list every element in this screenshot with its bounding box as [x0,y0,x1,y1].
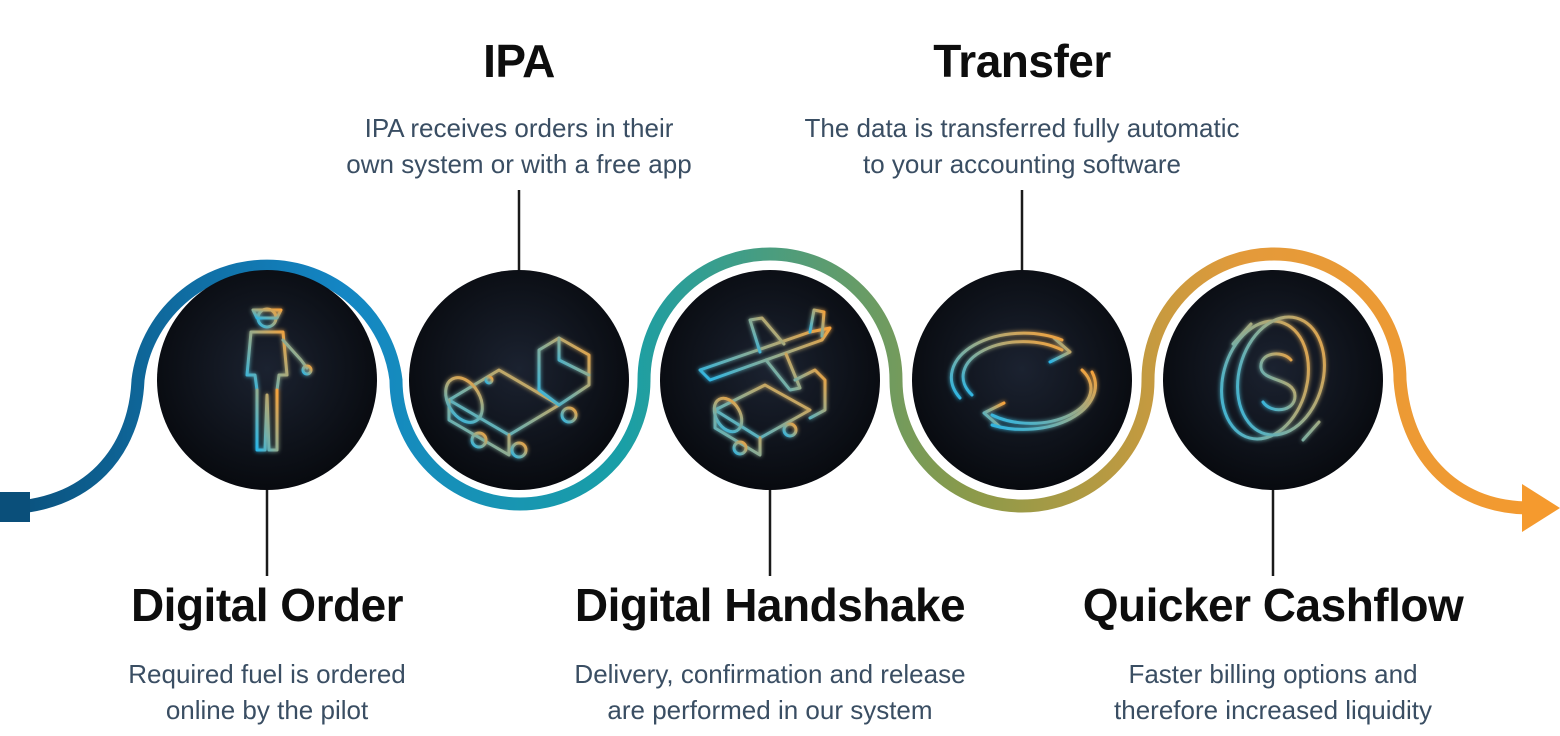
sync-arrows-icon [949,331,1097,431]
step-description-ipa: IPA receives orders in their own system o… [346,110,691,182]
step-circle-bg [660,270,880,490]
step-description-line: Delivery, confirmation and release [574,659,966,689]
step-description-transfer: The data is transferred fully automatic t… [805,110,1240,182]
step-title-transfer: Transfer [933,35,1111,87]
plane-and-truck-icon [698,308,832,457]
step-description-quicker-cashflow: Faster billing options and therefore incr… [1114,656,1432,728]
step-circle-bg [157,270,377,490]
step-description-line: online by the pilot [165,695,369,725]
step-description-line: Required fuel is ordered [128,659,406,689]
step-description-line: IPA receives orders in their [364,113,674,143]
step-circle-digital-order [157,270,377,490]
step-circle-bg [1163,270,1383,490]
step-title-ipa: IPA [483,35,555,87]
connector-lines [265,190,1275,576]
step-title-digital-handshake: Digital Handshake [574,579,966,631]
step-description-digital-handshake: Delivery, confirmation and release are pe… [574,656,965,728]
step-description-line: The data is transferred fully automatic [804,113,1240,143]
pilot-icon [245,307,313,454]
step-title-digital-order: Digital Order [130,579,404,631]
process-flow-path [0,247,1531,515]
step-circle-transfer [912,270,1132,490]
step-description-line: Faster billing options and [1128,659,1418,689]
step-description-digital-order: Required fuel is ordered online by the pi… [128,656,406,728]
step-description-line: to your accounting software [863,149,1181,179]
step-description-line: own system or with a free app [346,149,692,179]
path-end-arrow [1522,484,1560,532]
step-description-line: are performed in our system [607,695,933,725]
step-description-line: therefore increased liquidity [1114,695,1432,725]
fuel-truck-icon [444,336,591,459]
step-circle-ipa [409,270,629,490]
step-circle-bg [912,270,1132,490]
path-start-cap [0,492,30,522]
step-title-quicker-cashflow: Quicker Cashflow [1082,579,1464,631]
step-circle-digital-handshake [660,270,880,490]
step-circle-quicker-cashflow [1163,270,1383,490]
dollar-coin-icon [1220,315,1326,442]
